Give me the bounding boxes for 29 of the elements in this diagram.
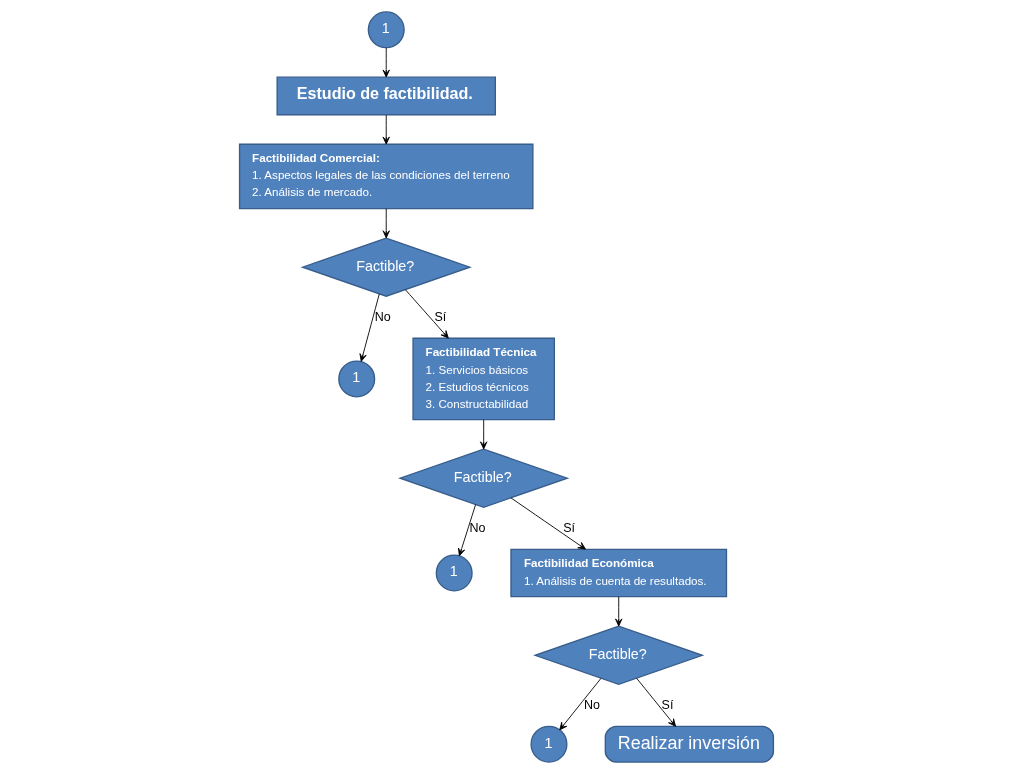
arrow bbox=[510, 497, 586, 550]
node-circle: 1 bbox=[337, 360, 375, 398]
edge-label: No bbox=[468, 520, 485, 535]
arrow bbox=[635, 677, 676, 727]
edge-label: No bbox=[374, 309, 391, 324]
arrow bbox=[382, 208, 390, 239]
node-circle: 1 bbox=[435, 554, 473, 592]
node-box: Factibilidad Técnica 1. Servicios básicos 2. Estudios técnicos 3. Constructabilidad bbox=[411, 337, 555, 421]
arrow bbox=[404, 289, 449, 339]
node-box: Estudio de factibilidad. bbox=[275, 76, 496, 116]
node-diamond: Factible? bbox=[532, 625, 704, 686]
node-circle: 1 bbox=[367, 11, 405, 49]
arrow bbox=[558, 677, 601, 731]
arrow bbox=[457, 504, 476, 557]
node-circle: 1 bbox=[529, 725, 568, 763]
arrow bbox=[614, 596, 622, 627]
node-box: Realizar inversión bbox=[604, 725, 774, 763]
node-box: Factibilidad Económica 1. Análisis de cuenta de resultados. bbox=[509, 548, 727, 598]
node-diamond: Factible? bbox=[300, 237, 472, 297]
node-diamond: Factible? bbox=[397, 448, 569, 508]
edge-label: Sí bbox=[661, 697, 673, 712]
arrow bbox=[382, 114, 390, 145]
node-box: Factibilidad Comercial: 1. Aspectos legales de las condiciones del terreno 2. Análisis de mercado. bbox=[238, 143, 534, 210]
arrow bbox=[359, 293, 380, 362]
edge-label: No bbox=[583, 697, 600, 712]
edge-label: Sí bbox=[562, 520, 575, 535]
edge-label: Sí bbox=[433, 309, 446, 324]
arrow bbox=[479, 419, 487, 450]
arrow bbox=[382, 47, 390, 78]
